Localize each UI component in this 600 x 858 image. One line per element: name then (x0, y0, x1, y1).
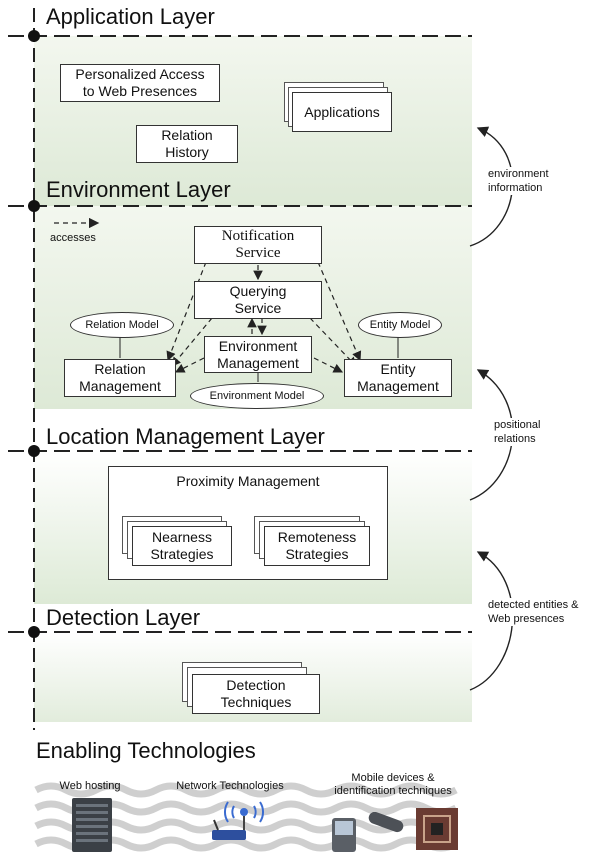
environment-management-line1: Environment (218, 337, 298, 354)
nearness-strategies-box: Nearness Strategies (132, 526, 232, 566)
nearness-line2: Strategies (150, 546, 214, 562)
querying-service-line1: Querying (229, 283, 287, 299)
positional-line2: relations (494, 433, 536, 445)
environment-management-box: Environment Management (204, 336, 312, 373)
location-layer-title: Location Management Layer (46, 424, 325, 449)
mobile-line2: identification techniques (334, 785, 452, 797)
detected-line2: Web presences (488, 613, 565, 625)
positional-relations-label: positional relations (494, 418, 541, 446)
relation-history-line1: Relation (161, 127, 213, 143)
notification-service-box: Notification Service (194, 226, 322, 264)
entity-management-box: Entity Management (344, 359, 452, 397)
positional-line1: positional (494, 419, 541, 431)
environment-layer-title: Environment Layer (46, 177, 231, 202)
notification-service-line2: Service (235, 245, 281, 261)
relation-management-box: Relation Management (64, 359, 176, 397)
remoteness-line2: Strategies (285, 546, 349, 562)
personalized-access-line1: Personalized Access (75, 66, 205, 82)
detection-techniques-line2: Techniques (220, 694, 292, 710)
proximity-management-label: Proximity Management (176, 473, 320, 489)
entity-management-line2: Management (357, 378, 439, 394)
wireless-router-icon (212, 801, 265, 840)
network-technologies-label: Network Technologies (176, 780, 284, 792)
remoteness-line1: Remoteness (277, 529, 357, 545)
enabling-technologies-title: Enabling Technologies (36, 738, 256, 763)
entity-model-ellipse: Entity Model (358, 312, 442, 338)
environment-information-label: environment information (488, 167, 549, 195)
environment-information-line1: environment (488, 168, 549, 180)
personalized-access-line2: to Web Presences (82, 83, 198, 99)
nearness-line1: Nearness (152, 529, 212, 545)
querying-service-line2: Service (234, 300, 282, 316)
environment-information-line2: information (488, 182, 543, 194)
detection-layer-title: Detection Layer (46, 605, 201, 630)
web-hosting-label: Web hosting (59, 780, 121, 792)
rfid-chip-icon (416, 808, 458, 850)
accesses-legend-label: accesses (50, 232, 96, 244)
server-icon (72, 798, 112, 852)
detected-line1: detected entities & (488, 599, 579, 611)
relation-management-line1: Relation (94, 361, 146, 377)
application-layer-title: Application Layer (46, 4, 215, 29)
relation-management-line2: Management (79, 378, 161, 394)
relation-history-line2: History (165, 144, 209, 160)
detected-entities-label: detected entities & Web presences (488, 598, 579, 626)
querying-service-box: Querying Service (194, 281, 322, 319)
relation-history-box: Relation History (136, 125, 238, 163)
mobile-line1: Mobile devices & (351, 772, 435, 784)
notification-service-line1: Notification (221, 228, 295, 244)
mobile-devices-label: Mobile devices & identification techniqu… (318, 772, 468, 798)
applications-box: Applications (292, 92, 392, 132)
personalized-access-box: Personalized Access to Web Presences (60, 64, 220, 102)
mobile-phone-icon (332, 812, 404, 852)
detection-techniques-box: Detection Techniques (192, 674, 320, 714)
environment-management-line2: Management (217, 354, 299, 371)
relation-model-ellipse: Relation Model (70, 312, 174, 338)
entity-management-line1: Entity (380, 361, 416, 377)
remoteness-strategies-box: Remoteness Strategies (264, 526, 370, 566)
detection-techniques-line1: Detection (226, 677, 286, 693)
environment-model-ellipse: Environment Model (190, 383, 324, 409)
